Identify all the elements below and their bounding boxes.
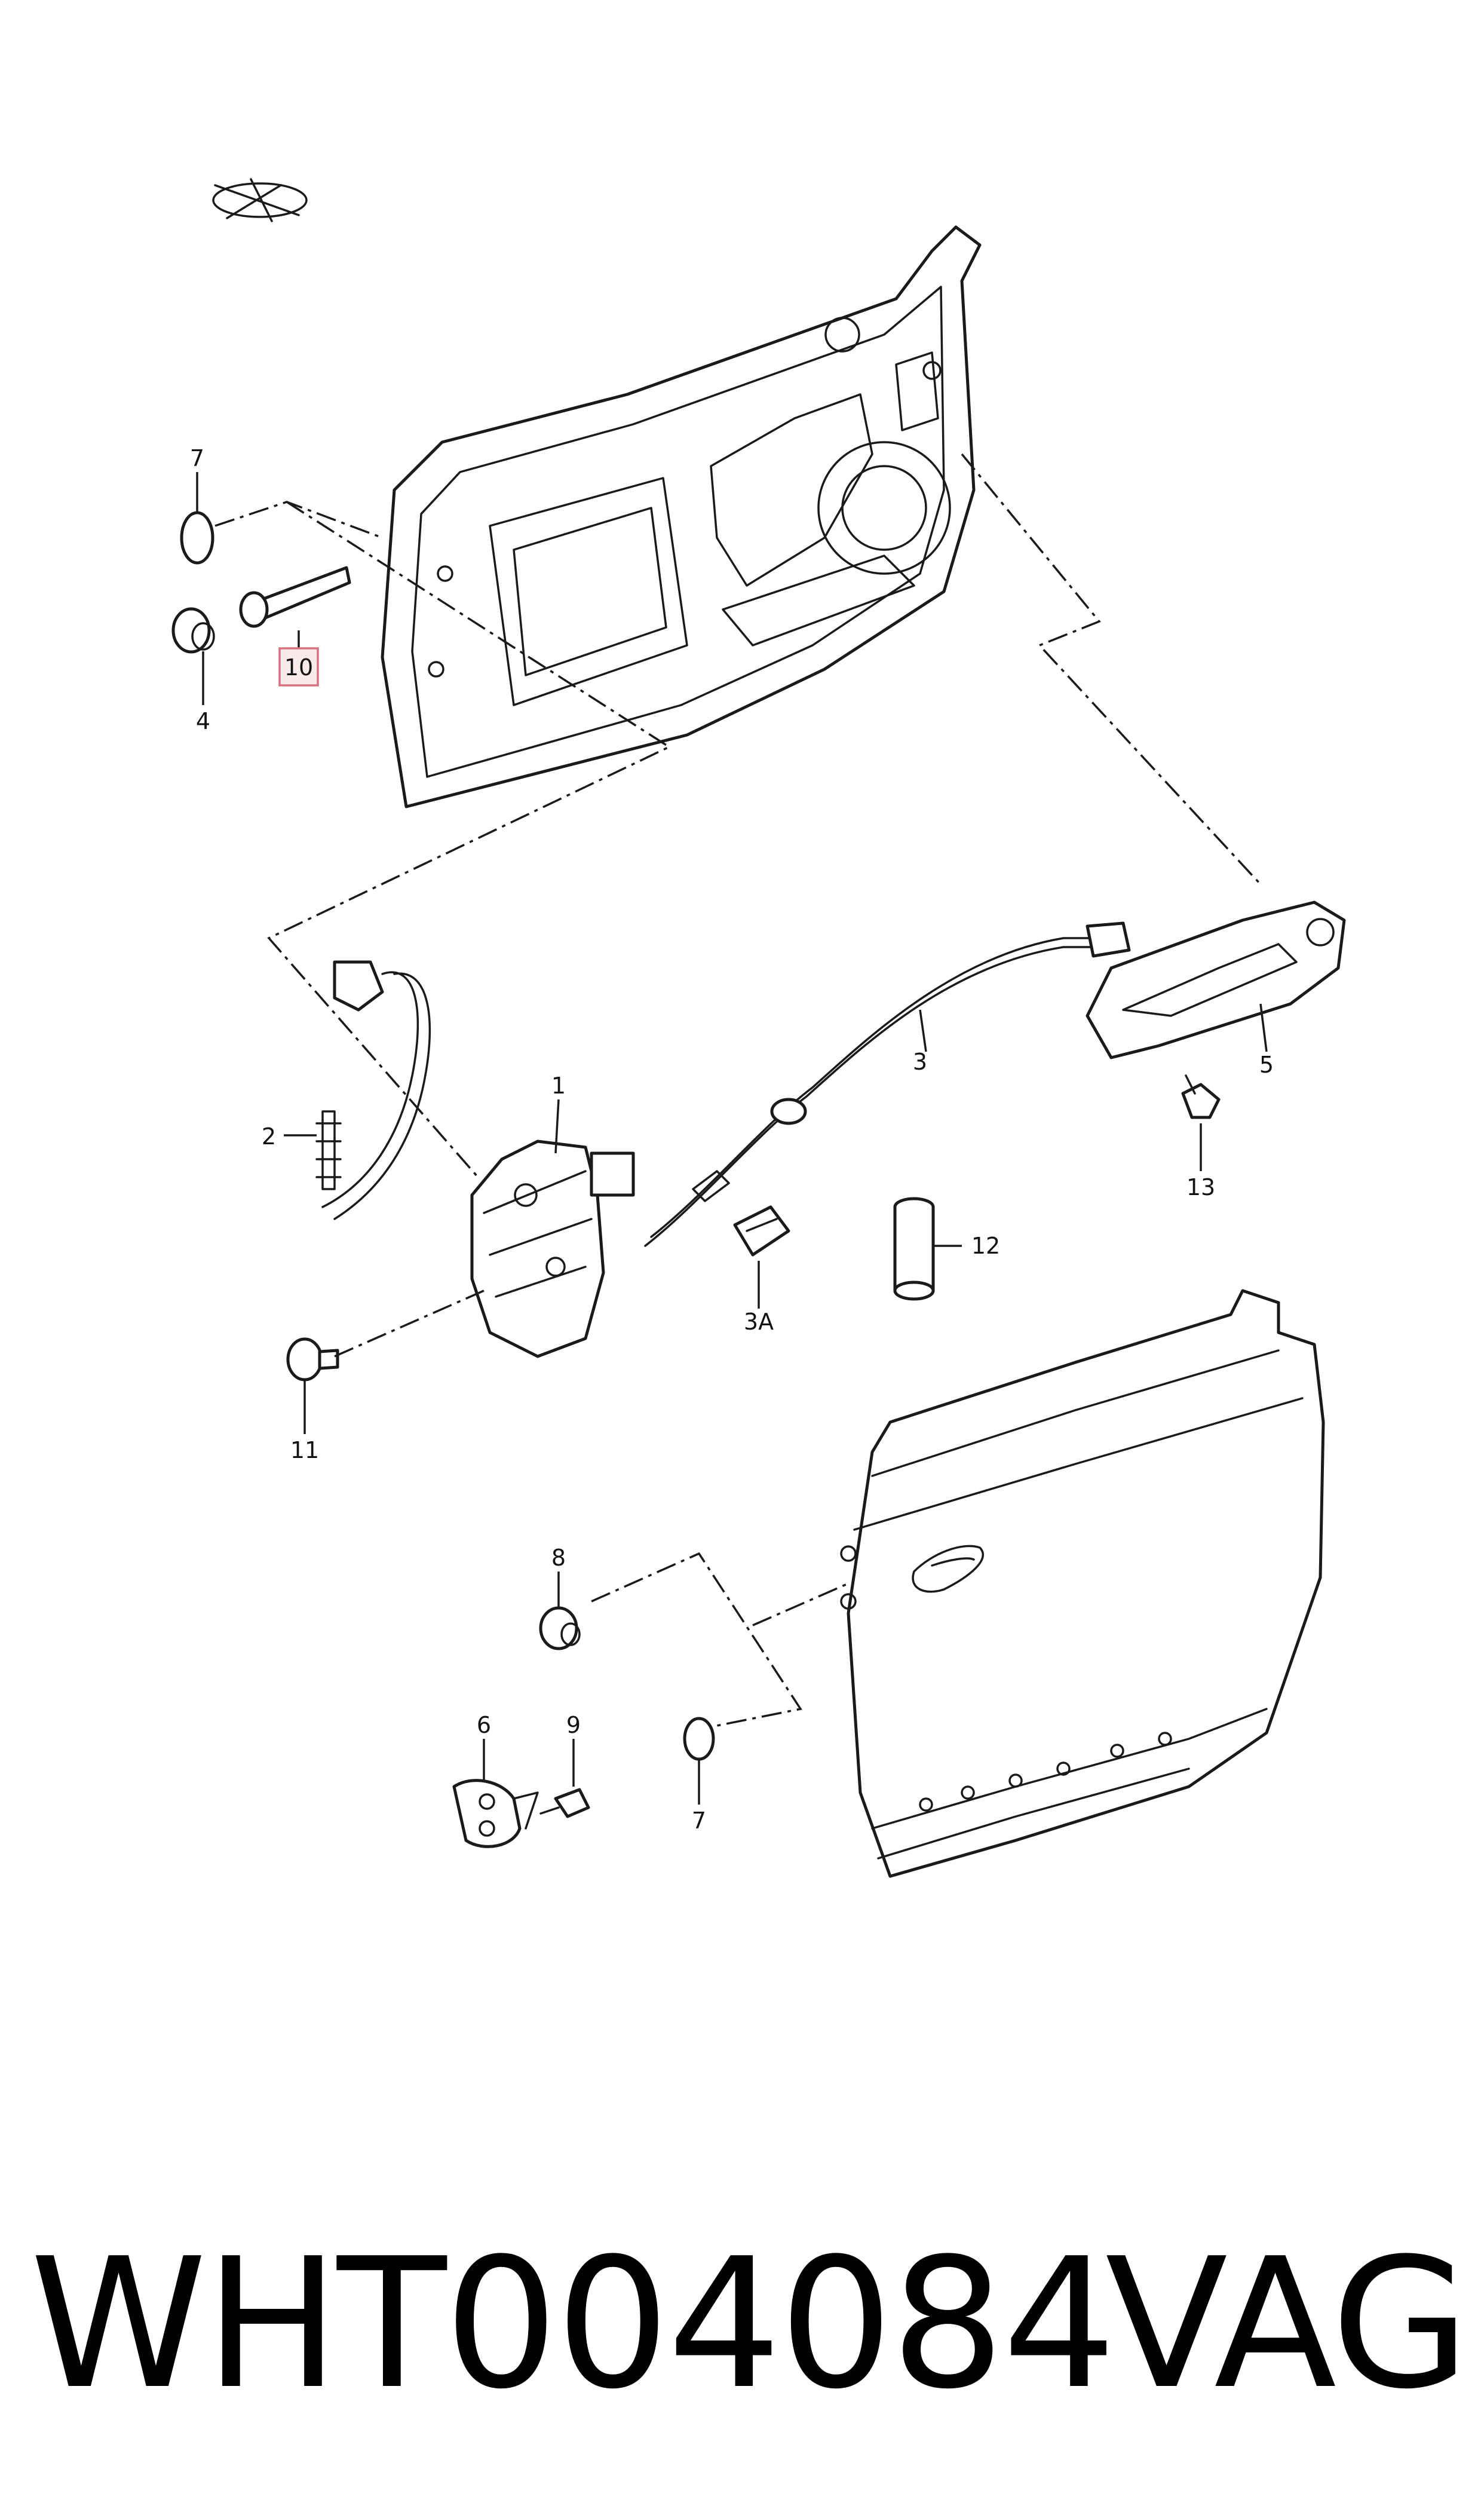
callout-13: 13 [1186, 1174, 1215, 1200]
callout-6: 6 [477, 1712, 491, 1738]
callout-9: 9 [566, 1712, 581, 1738]
door-outer-panel [840, 1289, 1325, 1878]
callout-1: 1 [551, 1073, 566, 1099]
plug-12 [893, 1197, 935, 1301]
inner-handle [1086, 900, 1346, 1059]
door-inner-frame [381, 225, 982, 808]
grommet-8 [539, 1606, 581, 1650]
callout-8: 8 [551, 1545, 566, 1571]
seal-ring-7-top [180, 511, 214, 565]
callout-highlight-box [278, 647, 319, 687]
callout-11: 11 [290, 1437, 319, 1463]
bolt-11 [286, 1337, 339, 1381]
wiring-harness [315, 960, 431, 1220]
callout-12: 12 [971, 1233, 1000, 1259]
leader-lines [196, 472, 1268, 1805]
striker-plate-6 [452, 1779, 539, 1848]
callout-2: 2 [262, 1123, 276, 1150]
seal-ring-7-bottom [683, 1717, 715, 1761]
release-cable [644, 921, 1131, 1247]
door-lock [470, 1139, 635, 1358]
callout-10: 10 [284, 654, 313, 681]
screw-9 [539, 1788, 590, 1818]
part-number: WHT004084 [30, 2220, 1117, 2428]
connector-3a [733, 1205, 790, 1257]
grommet-4 [171, 607, 215, 654]
bolt-10 [239, 566, 351, 628]
callouts: 7 10 4 1 2 3 5 13 3A 12 11 8 6 9 7 [190, 445, 1274, 1834]
callout-7-bottom: 7 [692, 1808, 706, 1834]
callout-3a: 3A [744, 1309, 774, 1335]
screw-13 [1181, 1074, 1221, 1119]
callout-3: 3 [913, 1049, 927, 1075]
callout-4: 4 [196, 708, 210, 734]
callout-5: 5 [1259, 1052, 1274, 1078]
assembly-lines [214, 453, 1262, 1728]
brand-emblem-icon [212, 178, 308, 222]
callout-7-top: 7 [190, 445, 204, 471]
brand-name: VAG [1105, 2220, 1470, 2428]
